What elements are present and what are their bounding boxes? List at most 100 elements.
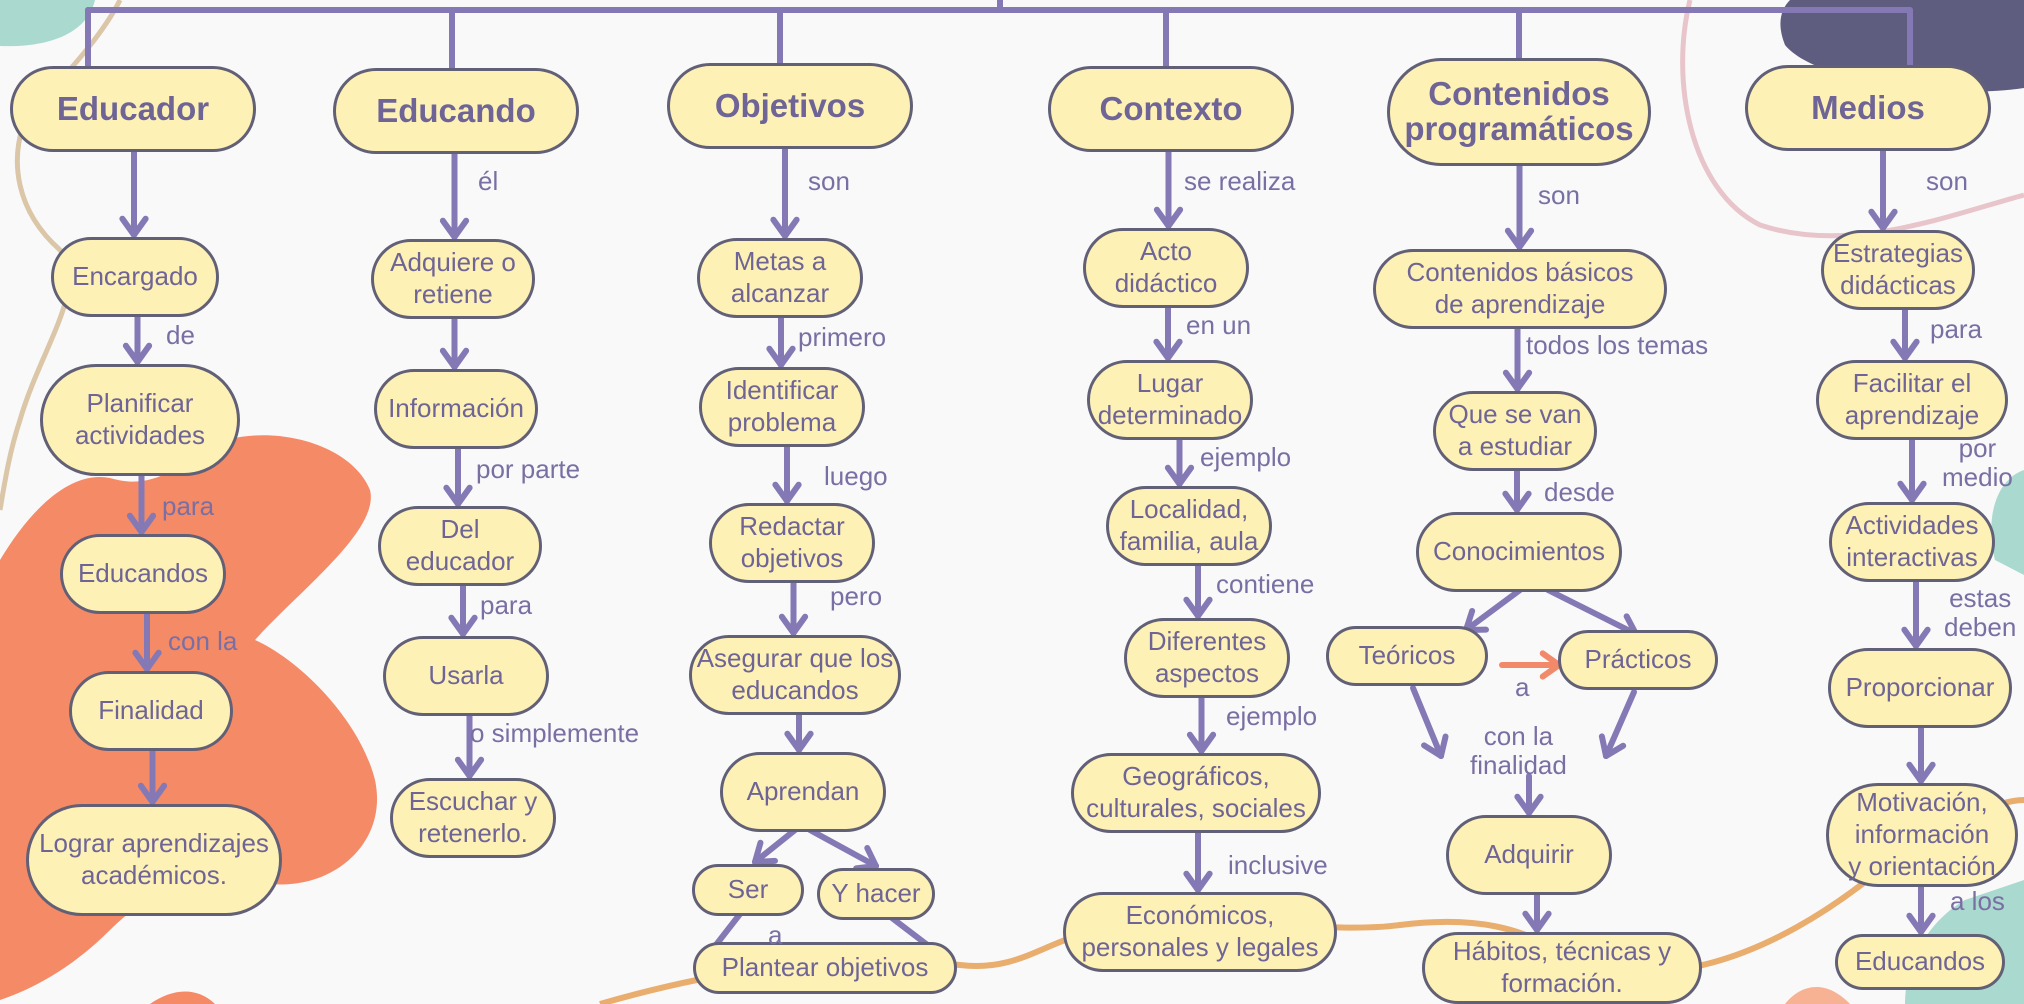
arrow-head bbox=[448, 614, 466, 637]
arrow-head bbox=[144, 649, 162, 672]
arrow-head bbox=[131, 215, 149, 238]
arrow-head bbox=[1897, 480, 1915, 503]
arrow-head bbox=[1195, 870, 1213, 893]
arrow-head bbox=[138, 512, 157, 535]
link-label: desde bbox=[1544, 477, 1615, 507]
concept-node: Del educador bbox=[378, 506, 542, 586]
link-label: a bbox=[1515, 672, 1530, 702]
arrow-head bbox=[1164, 464, 1183, 487]
arrow-head bbox=[778, 613, 797, 636]
arrow-head bbox=[1868, 208, 1886, 231]
link-label: contiene bbox=[1216, 569, 1315, 599]
concept-node: Plantear objetivos bbox=[693, 942, 957, 994]
link-label: por parte bbox=[476, 454, 581, 484]
arrow-head bbox=[439, 217, 458, 240]
orange-blob-bottom bbox=[150, 991, 215, 1004]
arrow-head bbox=[1514, 490, 1532, 513]
arrow-head bbox=[772, 481, 790, 504]
concept-node: Proporcionar bbox=[1828, 648, 2012, 728]
connector-arrow bbox=[807, 827, 879, 869]
concept-node: Aprendan bbox=[720, 752, 886, 832]
arrow-head bbox=[1603, 742, 1627, 759]
link-label: ejemplo bbox=[1226, 701, 1318, 731]
concept-node: Geográficos, culturales, sociales bbox=[1071, 753, 1321, 833]
arrow-head bbox=[1909, 480, 1927, 503]
peach-bottom-blob bbox=[1785, 987, 1850, 1004]
concept-node: Educandos bbox=[60, 534, 226, 614]
concept-node: Escuchar y retenerlo. bbox=[390, 778, 556, 858]
arrow-head bbox=[119, 215, 137, 238]
concept-node: Prácticos bbox=[1558, 630, 1718, 690]
arrow-head bbox=[784, 730, 802, 753]
arrow-head bbox=[1906, 761, 1924, 784]
arrow-head bbox=[1153, 206, 1172, 229]
arrow-head bbox=[770, 216, 788, 239]
arrow-head bbox=[439, 347, 458, 370]
pink-curve bbox=[1680, 0, 2024, 239]
link-label: para bbox=[162, 491, 215, 521]
arrow-head bbox=[1539, 650, 1562, 668]
link-label: inclusive bbox=[1228, 850, 1328, 880]
arrow-head bbox=[1906, 912, 1924, 935]
concept-node: Motivación, información y orientación bbox=[1826, 783, 2018, 887]
link-label: él bbox=[478, 166, 499, 196]
arrow-head bbox=[790, 613, 809, 636]
arrow-head bbox=[1165, 338, 1183, 361]
arrow-head bbox=[455, 484, 473, 507]
concept-node: Acto didáctico bbox=[1083, 228, 1249, 308]
concept-node: Usarla bbox=[383, 636, 549, 716]
concept-node: Redactar objetivos bbox=[709, 503, 875, 583]
link-label: primero bbox=[798, 322, 887, 352]
column-header: Medios bbox=[1745, 65, 1991, 151]
arrow-head bbox=[752, 857, 778, 865]
concept-node: Y hacer bbox=[817, 868, 935, 920]
concept-node: Lugar determinado bbox=[1087, 360, 1253, 440]
link-label: en un bbox=[1186, 310, 1252, 340]
link-label: para bbox=[1930, 314, 1983, 344]
column-header: Contenidos programáticos bbox=[1387, 58, 1651, 166]
arrow-head bbox=[1514, 369, 1533, 392]
link-label: con la finalidad bbox=[1470, 721, 1567, 780]
teal-right-blob bbox=[1991, 470, 2024, 575]
link-label: se realiza bbox=[1184, 166, 1296, 196]
arrow-head bbox=[1598, 733, 1609, 759]
arrow-head bbox=[1153, 338, 1171, 361]
concept-node: Educandos bbox=[1835, 934, 2005, 990]
concept-node: Ser bbox=[692, 864, 804, 916]
arrow-head bbox=[451, 347, 470, 370]
arrow-head bbox=[1438, 733, 1449, 759]
arrow-head bbox=[1890, 338, 1908, 361]
connector-arrow bbox=[752, 827, 798, 865]
column-header: Contexto bbox=[1048, 66, 1294, 152]
arrow-head bbox=[1183, 596, 1201, 619]
connector-arrow bbox=[1410, 685, 1444, 759]
link-label: o simplemente bbox=[470, 718, 640, 748]
arrow-head bbox=[864, 845, 879, 869]
link-label: a bbox=[768, 920, 783, 950]
arrow-head bbox=[752, 839, 764, 865]
concept-node: Adquiere o retiene bbox=[371, 239, 535, 319]
arrow-head bbox=[1198, 731, 1217, 754]
link-label: con la bbox=[168, 626, 238, 656]
arrow-head bbox=[778, 345, 796, 368]
concept-node: Teóricos bbox=[1326, 626, 1488, 686]
concept-node: Que se van a estudiar bbox=[1433, 391, 1597, 471]
arrow-head bbox=[1901, 626, 1919, 649]
arrow-head bbox=[466, 756, 485, 779]
arrow-head bbox=[1195, 596, 1213, 619]
concept-node: Localidad, familia, aula bbox=[1106, 486, 1272, 566]
arrow-head bbox=[1522, 910, 1540, 933]
connector-arrow bbox=[1603, 689, 1637, 759]
link-label: para bbox=[480, 590, 533, 620]
concept-node: Actividades interactivas bbox=[1829, 502, 1995, 582]
arrow-head bbox=[126, 512, 145, 535]
arrow-head bbox=[1913, 626, 1931, 649]
arrow-head bbox=[782, 216, 800, 239]
arrow-head bbox=[1534, 910, 1552, 933]
arrow-head bbox=[122, 342, 141, 365]
link-label: son bbox=[1538, 180, 1580, 210]
connector-arrow bbox=[1463, 587, 1523, 633]
link-label: ejemplo bbox=[1200, 442, 1292, 472]
arrow-head bbox=[1539, 662, 1562, 680]
arrow-head bbox=[1421, 742, 1444, 759]
